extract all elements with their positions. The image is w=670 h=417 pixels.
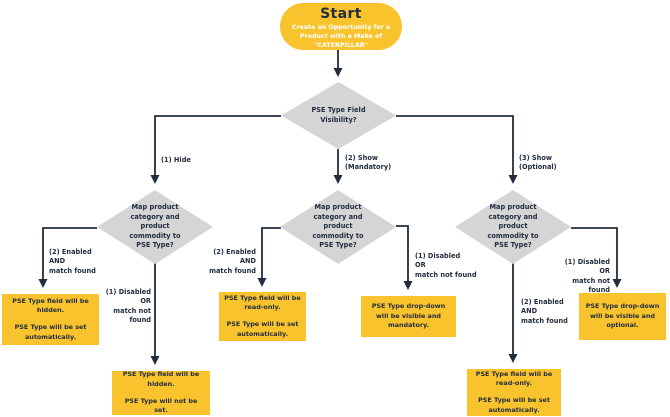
edge-label-show-mandatory: (2) Show (Mandatory) [345,154,392,172]
outcome-text: PSE Type field will be hidden. [122,370,200,388]
outcome-text: PSE Type will be set automatically. [14,323,87,341]
edge-label-middle-enabled: (2) Enabled AND match found [209,248,256,275]
start-subtitle: Create an Opportunity for a Product with… [291,24,391,50]
outcome-text: PSE Type will not be set. [124,396,198,415]
connector-left-enabled [38,227,97,288]
outcome-text: PSE Type field will be read-only. [475,369,553,388]
outcome-dropdown-optional: PSE Type drop-down will be visible and o… [579,293,666,340]
decision-map-left-label: Map product category and product commodi… [129,203,181,250]
edge-label-show-optional: (3) Show (Optional) [519,154,557,172]
connector-visibility-show-optional [396,115,518,184]
outcome-text: PSE Type drop-down will be visible and m… [371,302,446,330]
decision-visibility-label: PSE Type Field Visibility? [311,105,366,124]
outcome-dropdown-mandatory: PSE Type drop-down will be visible and m… [361,296,456,337]
decision-map-right-label: Map product category and product commodi… [487,203,539,250]
connector-middle-enabled [257,227,281,287]
edge-label-right-enabled: (2) Enabled AND match found [521,298,568,325]
edge-label-hide: (1) Hide [161,156,191,164]
outcome-text: PSE Type will be set automatically. [478,396,550,414]
outcome-text: PSE Type field will be read-only. [224,293,301,312]
edge-label-left-disabled: (1) Disabled OR match not found [105,288,151,325]
edge-label-middle-disabled: (1) Disabled OR match not found [415,252,477,279]
start-node: Start Create an Opportunity for a Produc… [280,3,402,50]
connector-middle-disabled [396,225,413,290]
outcome-hidden-not-set: PSE Type field will be hidden. PSE Type … [112,370,210,415]
outcome-readonly-auto-right: PSE Type field will be read-only. PSE Ty… [467,369,561,416]
outcome-text: PSE Type field will be hidden. [12,296,89,315]
edge-label-left-enabled: (2) Enabled AND match found [49,248,96,275]
outcome-hidden-auto: PSE Type field will be hidden. PSE Type … [2,294,99,345]
edge-label-right-disabled: (1) Disabled OR match not found [564,258,610,295]
connector-right-disabled [571,227,622,288]
outcome-readonly-auto-middle: PSE Type field will be read-only. PSE Ty… [219,292,306,341]
outcome-text: PSE Type will be set automatically. [226,320,299,338]
start-title: Start [320,6,362,22]
decision-map-middle-label: Map product category and product commodi… [312,203,364,250]
connector-visibility-hide [150,115,281,184]
outcome-text: PSE Type drop-down will be visible and o… [585,302,660,330]
